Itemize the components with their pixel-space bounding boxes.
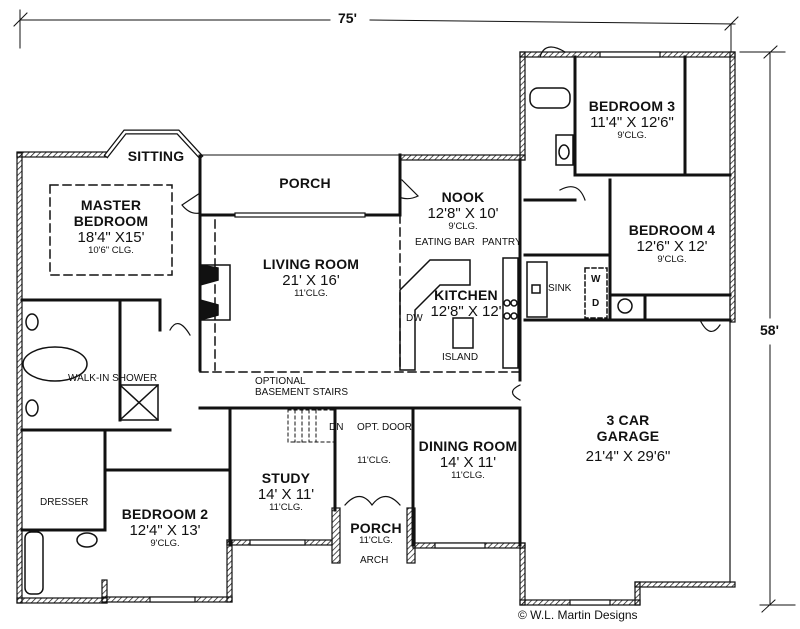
bath-fixtures bbox=[22, 87, 633, 595]
note-sink: SINK bbox=[548, 283, 572, 294]
overall-width-label: 75' bbox=[336, 10, 359, 26]
fireplace bbox=[199, 264, 231, 321]
overall-depth-label: 58' bbox=[758, 322, 781, 338]
note-pantry: PANTRY bbox=[482, 237, 522, 248]
designer-credit: © W.L. Martin Designs bbox=[518, 608, 638, 622]
room-label-rear-porch: PORCH bbox=[279, 175, 331, 191]
room-label-bedroom-3: BEDROOM 3 11'4" X 12'6" 9'CLG. bbox=[588, 98, 676, 142]
room-label-bedroom-2: BEDROOM 2 12'4" X 13' 9'CLG. bbox=[121, 506, 209, 550]
note-dresser: DRESSER bbox=[40, 497, 89, 508]
note-dishwasher: DW bbox=[406, 313, 423, 324]
dimension-line-width bbox=[13, 9, 739, 53]
room-label-master-bedroom: MASTER BEDROOM 18'4" X15' 10'6" CLG. bbox=[73, 197, 149, 257]
room-label-living-room: LIVING ROOM 21' X 16' 11'CLG. bbox=[262, 256, 360, 300]
note-down: DN bbox=[329, 422, 344, 433]
windows bbox=[149, 51, 661, 606]
note-dryer: D bbox=[592, 298, 600, 309]
note-optional-door: OPT. DOOR bbox=[357, 422, 413, 433]
door-swings bbox=[169, 46, 721, 507]
kitchen-fixtures bbox=[399, 257, 608, 371]
island bbox=[452, 317, 474, 349]
dimension-line-depth bbox=[739, 45, 796, 613]
basement-stairs bbox=[287, 409, 336, 443]
note-washer: W bbox=[591, 274, 601, 285]
note-arch: ARCH bbox=[360, 555, 389, 566]
room-label-foyer-ceiling: 11'CLG. bbox=[357, 455, 391, 466]
room-label-garage: 3 CAR GARAGE 21'4" X 29'6" bbox=[585, 412, 671, 466]
room-label-nook: NOOK 12'8" X 10' 9'CLG. bbox=[427, 189, 499, 233]
room-label-sitting: SITTING bbox=[127, 148, 185, 164]
note-optional-stairs-1: OPTIONAL bbox=[255, 376, 306, 387]
room-label-dining-room: DINING ROOM 14' X 11' 11'CLG. bbox=[418, 438, 518, 482]
room-label-bedroom-4: BEDROOM 4 12'6" X 12' 9'CLG. bbox=[628, 222, 716, 266]
room-label-kitchen: KITCHEN 12'8" X 12' bbox=[430, 287, 502, 321]
note-eating-bar: EATING BAR bbox=[415, 237, 475, 248]
note-walk-in-shower: WALK-IN SHOWER bbox=[68, 373, 158, 384]
room-label-study: STUDY 14' X 11' 11'CLG. bbox=[257, 470, 315, 514]
note-optional-stairs-2: BASEMENT STAIRS bbox=[255, 387, 348, 398]
note-island: ISLAND bbox=[442, 352, 479, 363]
room-label-front-porch: PORCH 11'CLG. bbox=[350, 520, 402, 547]
